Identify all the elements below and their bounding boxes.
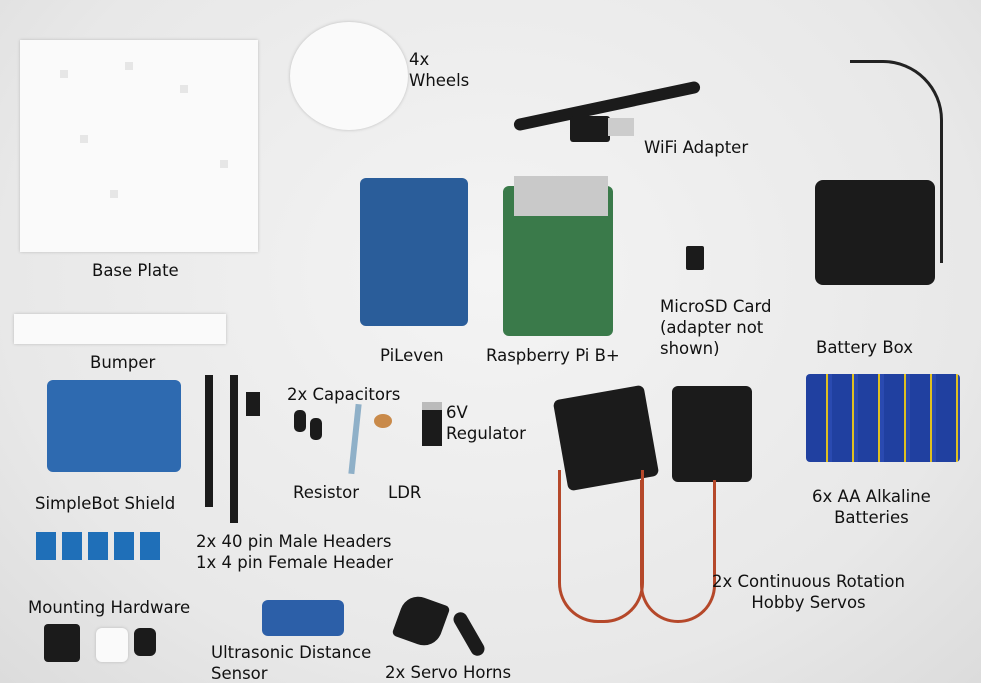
label-raspberry-pi: Raspberry Pi B+ xyxy=(486,346,620,365)
label-ultrasonic-sensor: Ultrasonic Distance Sensor xyxy=(211,643,372,683)
label-servos: 2x Continuous Rotation Hobby Servos xyxy=(712,572,905,612)
label-wheels: 4x Wheels xyxy=(409,50,470,90)
label-headers: 2x 40 pin Male Headers 1x 4 pin Female H… xyxy=(196,532,393,572)
label-bumper: Bumper xyxy=(90,353,156,372)
servo-cable-1 xyxy=(558,470,644,623)
wifi-adapter xyxy=(570,116,610,142)
bumper xyxy=(14,314,226,344)
mounting-spacers xyxy=(96,628,128,662)
label-capacitors: 2x Capacitors xyxy=(287,385,401,404)
label-battery-box: Battery Box xyxy=(816,338,913,357)
label-microsd-card: MicroSD Card (adapter not shown) xyxy=(660,297,772,358)
mounting-screws xyxy=(44,624,80,662)
wifi-usb-plug xyxy=(608,118,634,136)
servo-cable-2 xyxy=(640,480,716,623)
label-simplebot-shield: SimpleBot Shield xyxy=(35,494,176,513)
label-base-plate: Base Plate xyxy=(92,261,179,280)
microsd-card xyxy=(686,246,704,270)
label-ldr: LDR xyxy=(388,483,422,502)
label-resistor: Resistor xyxy=(293,483,359,502)
label-pileven: PiLeven xyxy=(380,346,444,365)
wheels xyxy=(290,22,408,130)
aa-batteries xyxy=(806,374,960,462)
mounting-nuts xyxy=(134,628,156,656)
label-regulator: 6V Regulator xyxy=(446,403,526,443)
female-header xyxy=(246,392,260,416)
male-header-1 xyxy=(205,375,213,507)
capacitor-1 xyxy=(294,410,306,432)
label-servo-horns: 2x Servo Horns xyxy=(385,663,512,682)
male-header-2 xyxy=(230,375,238,523)
battery-cable xyxy=(850,60,943,263)
terminal-blocks xyxy=(36,532,164,560)
ultrasonic-sensor xyxy=(262,600,344,636)
voltage-regulator xyxy=(422,402,442,446)
ldr xyxy=(374,414,392,428)
capacitor-2 xyxy=(310,418,322,440)
resistor xyxy=(348,403,362,475)
servo-horn-star xyxy=(391,591,451,651)
label-batteries: 6x AA Alkaline Batteries xyxy=(812,487,931,527)
servo-2 xyxy=(672,386,752,482)
base-plate xyxy=(20,40,258,252)
label-mounting-hardware: Mounting Hardware xyxy=(28,598,191,617)
raspberry-pi-ports xyxy=(514,176,608,216)
label-wifi-adapter: WiFi Adapter xyxy=(644,138,749,157)
simplebot-shield xyxy=(47,380,181,472)
servo-horn-arm xyxy=(450,609,488,659)
pileven-board xyxy=(360,178,468,326)
